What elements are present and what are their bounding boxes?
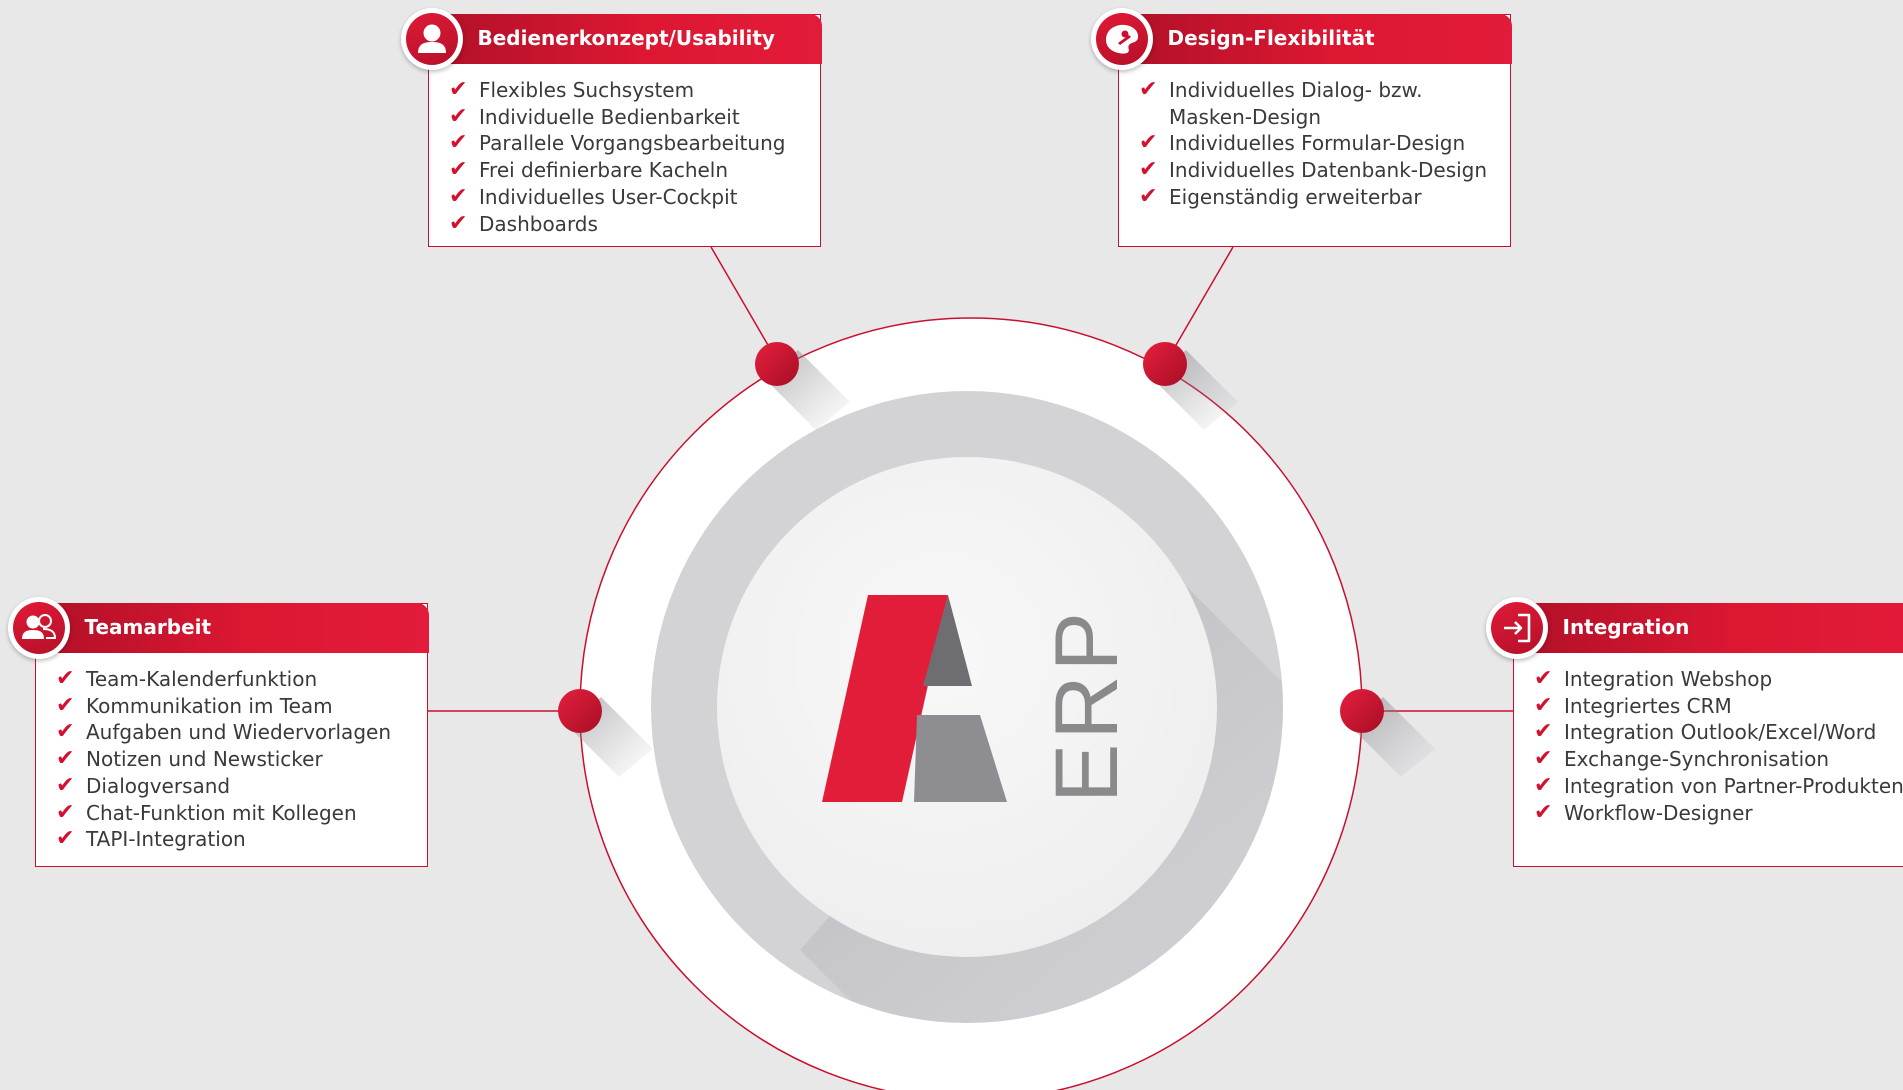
connector-line-design (1164, 246, 1234, 365)
badge-integration (1486, 597, 1548, 659)
node-usability (755, 342, 850, 430)
logo-gray-bottom (914, 715, 1007, 802)
logo-gray-top (923, 595, 972, 686)
checkmark-icon: ✔ (1139, 183, 1158, 209)
list-item: ✔Individuelle Bedienbarkeit (449, 103, 740, 129)
list-item: ✔Integriertes CRM (1534, 692, 1732, 718)
badge-design (1091, 8, 1153, 70)
checkmark-icon: ✔ (449, 130, 468, 156)
checkmark-icon: ✔ (56, 799, 75, 825)
checkmark-icon: ✔ (449, 77, 468, 102)
list-item: ✔Flexibles Suchsystem (449, 77, 695, 102)
palette-icon (1106, 24, 1139, 54)
box-header-integration: Integration (1512, 602, 1903, 653)
checkmark-icon: ✔ (1139, 130, 1158, 156)
feature-box-usability: Bedienerkonzept/Usability ✔Flexibles Suc… (427, 13, 822, 247)
feature-list-design: ✔Individuelles Dialog- bzw. Masken-Desig… (1139, 77, 1504, 211)
list-item: ✔Integration Webshop (1534, 666, 1773, 691)
feature-box-design: Design-Flexibilität ✔Individuelles Dialo… (1117, 13, 1512, 247)
list-item-continuation: Masken-Design (1169, 104, 1322, 129)
person-icon (418, 24, 446, 53)
list-item: ✔Integration von Partner-Produkten (1534, 772, 1903, 798)
list-item: ✔Parallele Vorgangsbearbeitung (449, 130, 786, 156)
checkmark-icon: ✔ (449, 183, 468, 209)
list-item: ✔Individuelles Dialog- bzw. (1139, 77, 1423, 102)
list-item: ✔Workflow-Designer (1534, 799, 1753, 825)
logo-red-stroke (822, 595, 948, 802)
box-title-design: Design-Flexibilität (1167, 25, 1375, 50)
checkmark-icon: ✔ (1534, 746, 1553, 772)
feature-list-usability: ✔Flexibles Suchsystem ✔Individuelle Bedi… (449, 77, 814, 237)
logo-erp-text: ERP (1036, 608, 1136, 803)
badge-team (8, 597, 70, 659)
feature-box-integration: Integration ✔Integration Webshop ✔Integr… (1512, 602, 1903, 867)
list-item: ✔Eigenständig erweiterbar (1139, 183, 1422, 209)
list-item: ✔Individuelles User-Cockpit (449, 183, 738, 209)
box-header-team: Teamarbeit (34, 602, 429, 653)
checkmark-icon: ✔ (449, 103, 468, 129)
list-item: ✔Aufgaben und Wiedervorlagen (56, 719, 391, 745)
sign-in-icon (1504, 613, 1531, 643)
checkmark-icon: ✔ (1534, 799, 1553, 825)
checkmark-icon: ✔ (1534, 666, 1553, 691)
list-item: ✔Kommunikation im Team (56, 692, 333, 718)
list-item: ✔Exchange-Synchronisation (1534, 746, 1830, 772)
checkmark-icon: ✔ (1139, 157, 1158, 183)
box-header-usability: Bedienerkonzept/Usability (427, 13, 822, 64)
node-integration (1340, 689, 1435, 777)
feature-box-team: Teamarbeit ✔Team-Kalenderfunktion ✔Kommu… (34, 602, 429, 867)
node-design (1143, 342, 1238, 430)
feature-list-integration: ✔Integration Webshop ✔Integriertes CRM ✔… (1534, 666, 1903, 826)
list-item: ✔Individuelles Formular-Design (1139, 130, 1466, 156)
checkmark-icon: ✔ (1534, 719, 1553, 745)
box-title-team: Teamarbeit (84, 614, 212, 639)
checkmark-icon: ✔ (56, 746, 75, 772)
inner-disc (717, 457, 1217, 957)
checkmark-icon: ✔ (1139, 77, 1158, 102)
box-title-usability: Bedienerkonzept/Usability (477, 25, 775, 50)
badge-usability (401, 8, 463, 70)
node-team (558, 689, 653, 777)
box-title-integration: Integration (1562, 614, 1690, 639)
list-item: ✔Dialogversand (56, 772, 231, 798)
list-item: ✔TAPI-Integration (56, 826, 246, 852)
checkmark-icon: ✔ (1534, 692, 1553, 718)
list-item: ✔Chat-Funktion mit Kollegen (56, 799, 357, 825)
feature-list-team: ✔Team-Kalenderfunktion ✔Kommunikation im… (56, 666, 421, 853)
list-item: ✔Integration Outlook/Excel/Word (1534, 719, 1877, 745)
list-item: ✔Frei definierbare Kacheln (449, 157, 729, 183)
list-item: ✔Dashboards (449, 210, 598, 236)
checkmark-icon: ✔ (56, 826, 75, 852)
checkmark-icon: ✔ (449, 157, 468, 183)
list-item: ✔Individuelles Datenbank-Design (1139, 157, 1488, 183)
team-icon (22, 614, 57, 639)
checkmark-icon: ✔ (56, 692, 75, 718)
checkmark-icon: ✔ (449, 210, 468, 236)
checkmark-icon: ✔ (56, 772, 75, 798)
checkmark-icon: ✔ (56, 666, 75, 691)
list-item: ✔Team-Kalenderfunktion (56, 666, 318, 691)
a-erp-logo-icon (822, 595, 1007, 802)
checkmark-icon: ✔ (1534, 772, 1553, 798)
box-header-design: Design-Flexibilität (1117, 13, 1512, 64)
list-item: ✔Notizen und Newsticker (56, 746, 323, 772)
checkmark-icon: ✔ (56, 719, 75, 745)
